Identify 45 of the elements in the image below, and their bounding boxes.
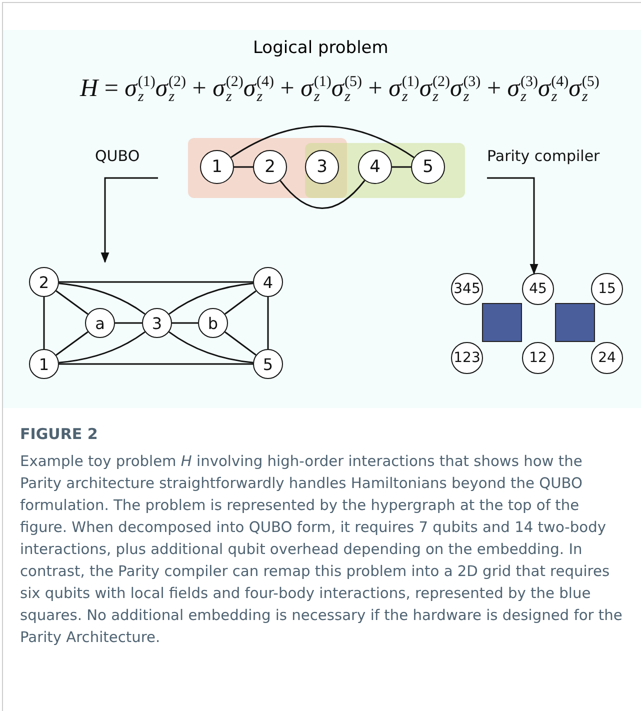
plaquette-square: [555, 303, 595, 342]
edge-line: [56, 331, 88, 356]
edge-line: [58, 282, 146, 315]
node-label: 3: [316, 157, 328, 177]
edge-line: [115, 322, 142, 324]
node-label: 3: [152, 314, 162, 332]
node-label: 15: [598, 281, 616, 297]
edge-line: [43, 297, 45, 349]
edge-line: [59, 363, 253, 365]
edge-line: [168, 282, 254, 315]
plaquette-square: [482, 303, 522, 342]
node-label: 123: [454, 350, 480, 366]
caption-text: Example toy problem H involving high-order interactions that shows how the Parity architecture straightforwardly handles Hamiltonians beyond the QUBO formulation. The problem is represented by the hypergraph at the top of the figure. When decomposed into QUBO form, it requires 7 qubits and 14 two-body interactions, plus additional qubit overhead depending on the embedding. In contrast, the Parity compiler can remap this problem into a 2D grid that requires six qubits with local fields and four-body interactions, represented by the blue squares. No additional embedding is necessary if the hardware is designed for the Parity Architecture.: [20, 452, 623, 648]
node-label: 345: [454, 281, 480, 297]
node-label: a: [95, 314, 105, 332]
node-label: 12: [529, 350, 547, 366]
edge-line: [59, 281, 253, 283]
edge-line: [230, 126, 414, 158]
edge-line: [280, 180, 366, 209]
section-title: Logical problem: [253, 38, 388, 58]
edge-line: [392, 166, 411, 168]
node-label: 4: [262, 272, 274, 292]
node-label: 5: [262, 354, 274, 374]
node-label: 1: [212, 157, 222, 177]
edge-line: [267, 297, 269, 349]
arrow: [487, 177, 538, 275]
node-label: 5: [422, 157, 434, 177]
edge-line: [168, 331, 254, 364]
node-label: 45: [529, 281, 547, 297]
arrow: [100, 177, 158, 264]
node-label: 4: [370, 157, 380, 177]
edge-line: [224, 290, 256, 315]
section-label: QUBO: [95, 147, 140, 165]
edge-line: [56, 290, 88, 315]
figure-label: FIGURE 2: [20, 425, 98, 443]
node-label: 2: [264, 157, 276, 177]
edge-line: [224, 331, 256, 356]
edge-line: [172, 322, 198, 324]
edge-line: [234, 166, 253, 168]
edge-line: [58, 331, 146, 364]
node-label: b: [208, 314, 218, 332]
node-label: 2: [38, 272, 50, 292]
node-label: 24: [598, 350, 616, 366]
section-label: Parity compiler: [487, 147, 600, 165]
node-label: 1: [38, 354, 50, 374]
